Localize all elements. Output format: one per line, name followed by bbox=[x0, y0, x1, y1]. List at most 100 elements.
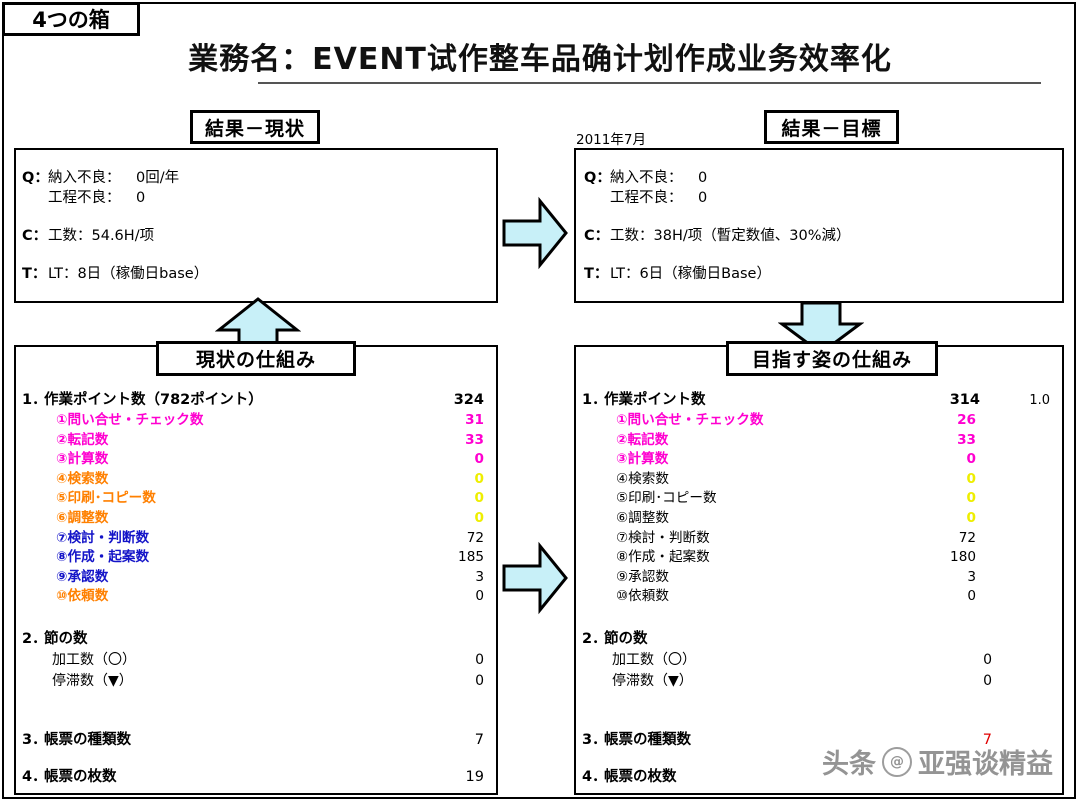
list-item: ⑨承認数 3 bbox=[616, 568, 976, 588]
section-1-label: 作業ポイント数（782ポイント） bbox=[44, 392, 263, 408]
qct-row-q-target: Q： 納入不良： 0 bbox=[584, 168, 1054, 188]
box-scheme-current bbox=[14, 345, 498, 795]
scheme-current-item-list: ①問い合せ・チェック数 31 ②転記数 33 ③計算数 0 ④検索数 0 ⑤印刷… bbox=[22, 411, 484, 607]
page-title: 業務名：EVENT试作整车品确计划作成业务效率化 bbox=[188, 42, 892, 77]
section-2-label: 節の数 bbox=[44, 630, 88, 647]
section-3-number-target: 3． bbox=[582, 731, 607, 748]
section-2-header: 2． 節の数 bbox=[22, 629, 484, 650]
delivery-defect-label: 納入不良： bbox=[48, 170, 121, 186]
list-item: ①問い合せ・チェック数 26 bbox=[616, 411, 976, 431]
section-2-number: 2． bbox=[22, 630, 47, 647]
item-value: 0 bbox=[474, 451, 484, 468]
sub-value: 0 bbox=[475, 672, 484, 689]
list-item: ⑧作成・起案数 185 bbox=[56, 548, 484, 568]
list-item: ⑥調整数 0 bbox=[616, 509, 976, 529]
process-defect-label: 工程不良： bbox=[48, 190, 121, 206]
sub-label: 停滞数（▼） bbox=[612, 672, 693, 689]
list-item: ②転記数 33 bbox=[616, 431, 976, 451]
section-4-label-target: 帳票の枚数 bbox=[604, 768, 677, 785]
item-label: ⑥調整数 bbox=[616, 509, 669, 526]
qct-label-q-target: Q： bbox=[584, 170, 611, 186]
date-label: 2011年7月 bbox=[576, 132, 646, 148]
item-label: ⑧作成・起案数 bbox=[616, 549, 710, 566]
item-value: 0 bbox=[475, 588, 484, 605]
result-current-content: Q： 納入不良： 0回/年 工程不良： 0 C： 工数：54.6H/项 T： L… bbox=[22, 168, 492, 284]
qct-row-c-target: C： 工数：38H/项（暫定数値、30%減） bbox=[584, 226, 1054, 246]
sub-value: 0 bbox=[983, 672, 992, 689]
caption-scheme-current: 現状の仕組み bbox=[156, 341, 356, 376]
item-value: 0 bbox=[966, 509, 976, 526]
man-hours-value: 工数：54.6H/项 bbox=[48, 228, 155, 244]
section-2-label-target: 節の数 bbox=[604, 630, 648, 647]
qct-row-q: Q： 納入不良： 0回/年 bbox=[22, 168, 492, 188]
sub-label: 加工数（〇） bbox=[52, 651, 136, 668]
section-4-header: 4． 帳票の枚数 19 bbox=[22, 767, 484, 788]
section-3-label-target: 帳票の種類数 bbox=[604, 731, 691, 748]
list-item: ②転記数 33 bbox=[56, 431, 484, 451]
list-item: ①問い合せ・チェック数 31 bbox=[56, 411, 484, 431]
section-1-header-target: 1． 作業ポイント数 314 1.0 bbox=[582, 390, 1050, 411]
item-label: ②転記数 bbox=[616, 431, 669, 448]
item-value: 0 bbox=[966, 470, 976, 487]
item-value: 185 bbox=[458, 549, 484, 566]
item-label: ⑨承認数 bbox=[56, 568, 109, 585]
list-item: 加工数（〇） 0 bbox=[52, 650, 484, 671]
list-item: ⑧作成・起案数 180 bbox=[616, 548, 976, 568]
qct-label-c-target: C： bbox=[584, 228, 610, 244]
list-item: ⑤印刷･コピー数 0 bbox=[616, 489, 976, 509]
item-value: 0 bbox=[474, 509, 484, 526]
section-1-value-target: 314 bbox=[949, 392, 980, 408]
list-item: ③計算数 0 bbox=[616, 450, 976, 470]
sub-label: 加工数（〇） bbox=[612, 651, 696, 668]
item-label: ⑩依頼数 bbox=[56, 588, 109, 605]
list-item: ⑤印刷･コピー数 0 bbox=[56, 489, 484, 509]
item-label: ⑤印刷･コピー数 bbox=[616, 490, 717, 507]
item-value: 33 bbox=[957, 431, 976, 448]
result-target-content: Q： 納入不良： 0 工程不良： 0 C： 工数：38H/项（暫定数値、30%減… bbox=[584, 168, 1054, 284]
list-item: ⑩依頼数 0 bbox=[616, 587, 976, 607]
item-value: 0 bbox=[474, 470, 484, 487]
list-item: ⑦検討・判断数 72 bbox=[56, 529, 484, 549]
section-3-value-target: 7 bbox=[982, 731, 992, 748]
item-label: ⑨承認数 bbox=[616, 568, 669, 585]
section-1-label-target: 作業ポイント数 bbox=[604, 392, 706, 408]
list-item: ⑩依頼数 0 bbox=[56, 587, 484, 607]
item-value: 0 bbox=[474, 490, 484, 507]
item-value: 0 bbox=[966, 451, 976, 468]
list-item: ⑦検討・判断数 72 bbox=[616, 529, 976, 549]
item-label: ⑦検討・判断数 bbox=[56, 529, 150, 546]
item-label: ⑥調整数 bbox=[56, 509, 109, 526]
item-value: 33 bbox=[465, 431, 484, 448]
lead-time-value-target: LT：6日（稼働日Base） bbox=[610, 266, 771, 282]
item-label: ③計算数 bbox=[56, 451, 109, 468]
list-item: ④検索数 0 bbox=[616, 470, 976, 490]
section-4-value-target bbox=[932, 767, 992, 788]
item-label: ⑧作成・起案数 bbox=[56, 549, 150, 566]
item-value: 0 bbox=[967, 588, 976, 605]
item-label: ②転記数 bbox=[56, 431, 109, 448]
section-2-number-target: 2． bbox=[582, 630, 607, 647]
process-defect-value: 0 bbox=[136, 190, 146, 206]
section-2-header-target: 2． 節の数 bbox=[582, 629, 1050, 650]
section-2-rows-target: 加工数（〇） 0 停滞数（▼） 0 bbox=[582, 650, 1050, 692]
caption-result-current: 結果－現状 bbox=[190, 110, 320, 144]
section-1-number: 1． bbox=[22, 392, 47, 408]
item-label: ①問い合せ・チェック数 bbox=[616, 412, 764, 428]
section-3-header: 3． 帳票の種類数 7 bbox=[22, 730, 484, 751]
item-value: 72 bbox=[466, 529, 484, 546]
qct-row-process-defect-target: 工程不良： 0 bbox=[584, 188, 1054, 208]
title-underline bbox=[258, 82, 1041, 84]
list-item: ⑥調整数 0 bbox=[56, 509, 484, 529]
qct-row-process-defect: 工程不良： 0 bbox=[22, 188, 492, 208]
item-label: ①問い合せ・チェック数 bbox=[56, 412, 204, 428]
scheme-current-content: 1． 作業ポイント数（782ポイント） 324 ①問い合せ・チェック数 31 ②… bbox=[22, 390, 484, 788]
section-4-header-target: 4． 帳票の枚数 bbox=[582, 767, 1050, 788]
process-defect-label-target: 工程不良： bbox=[610, 190, 683, 206]
section-1-ratio-target: 1.0 bbox=[1029, 393, 1050, 408]
process-defect-value-target: 0 bbox=[698, 190, 708, 206]
corner-tag-four-boxes: 4つの箱 bbox=[2, 2, 140, 36]
arrow-right-bottom bbox=[500, 538, 570, 618]
list-item: 停滞数（▼） 0 bbox=[52, 671, 484, 692]
